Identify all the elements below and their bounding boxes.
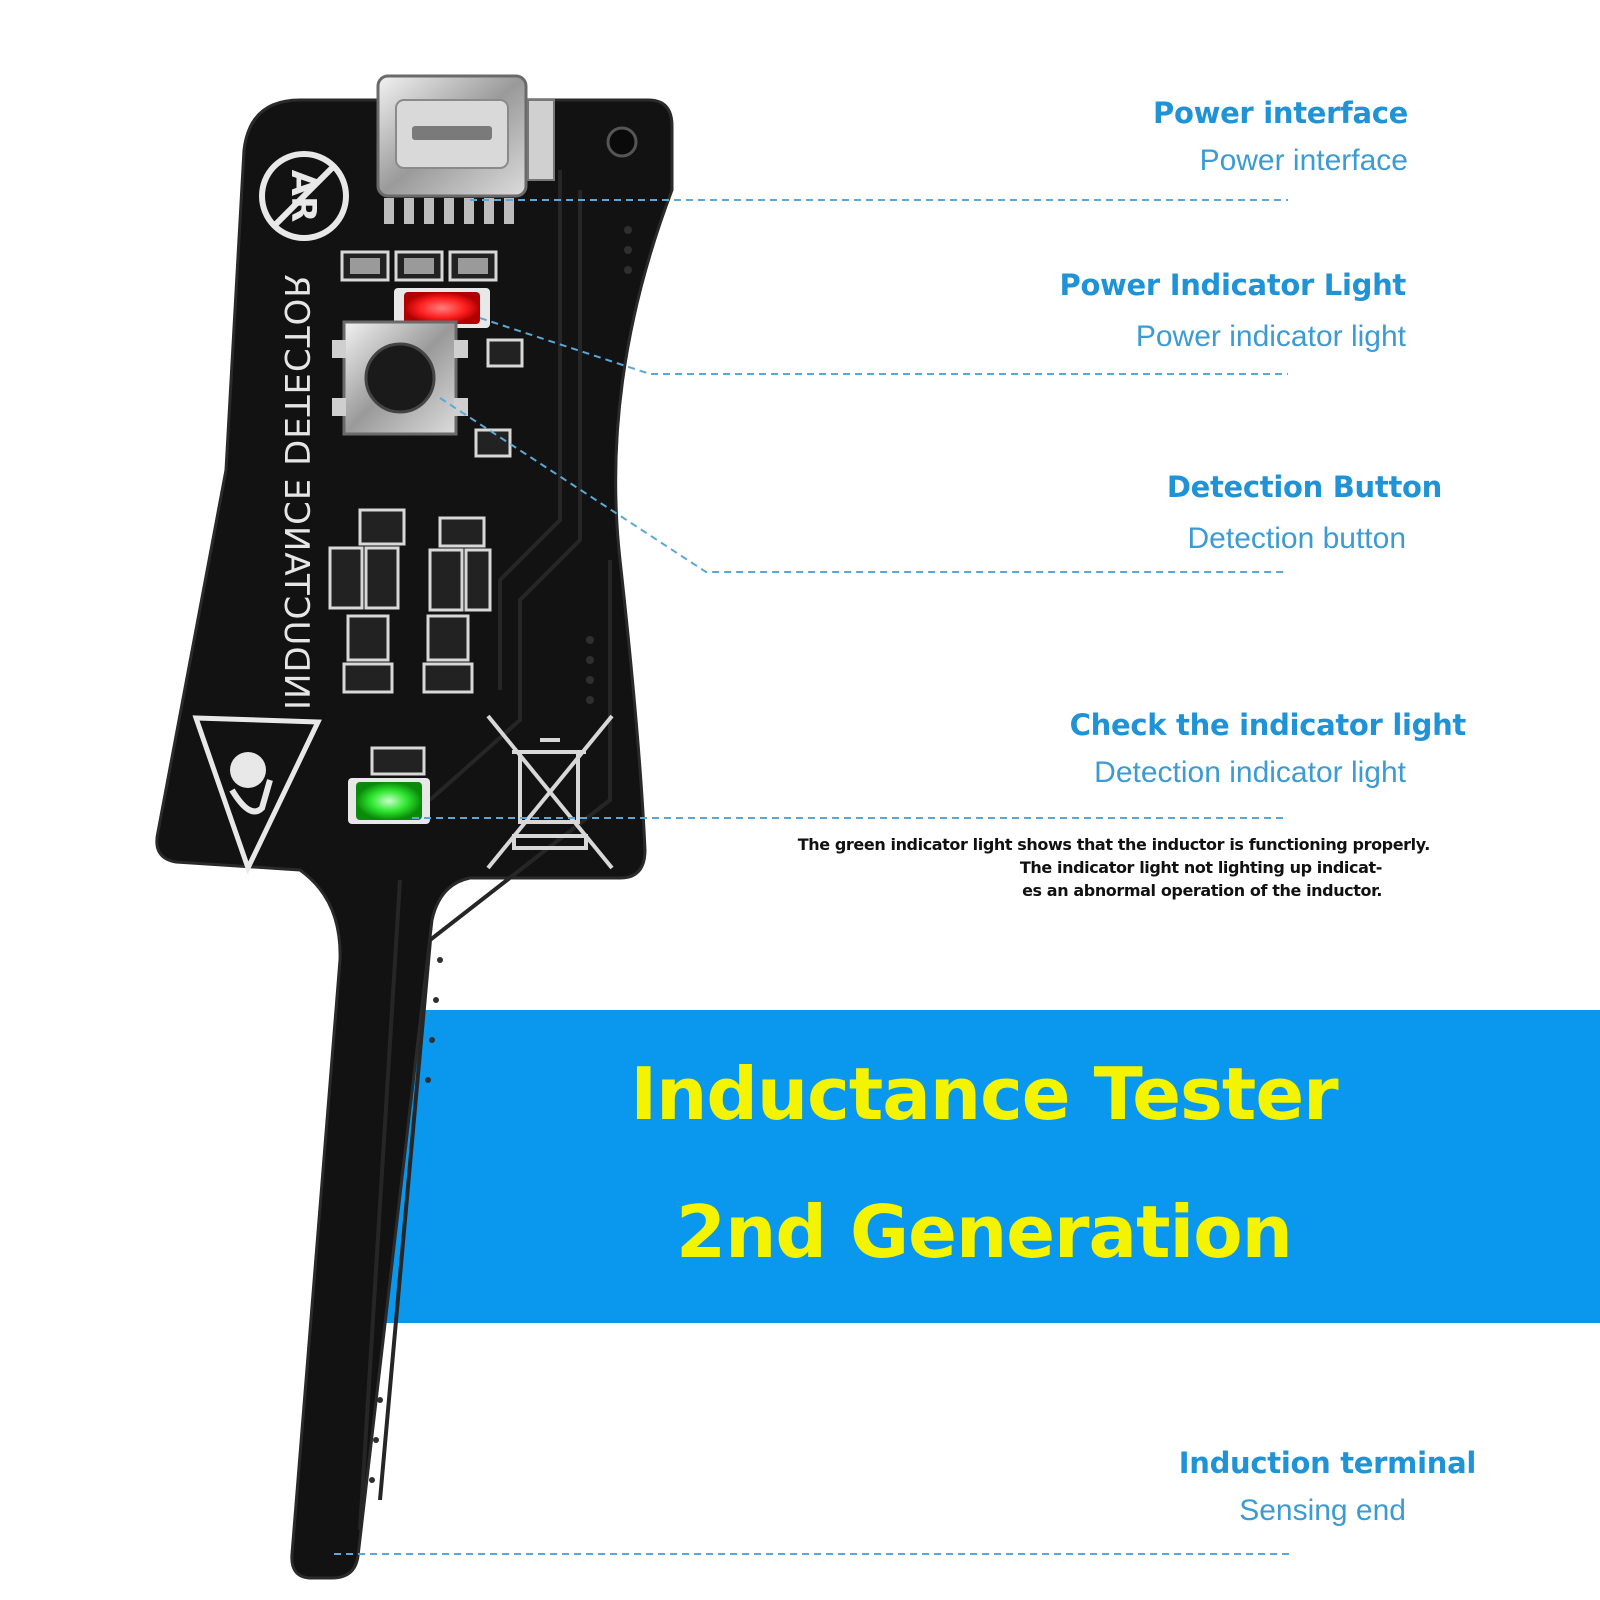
power-indicator-led (394, 288, 490, 328)
no-ai-logo-icon: AR (259, 151, 349, 241)
callout-subtitle: Detection button (1187, 522, 1406, 555)
pcb-board-body (155, 98, 674, 1580)
callout-induction-terminal: Induction terminal Sensing end (1178, 1446, 1477, 1528)
callout-title: Check the indicator light (1069, 708, 1467, 742)
note-line-1: The green indicator light shows that the… (797, 835, 1431, 854)
callout-power-indicator-light: Power Indicator Light Power indicator li… (1059, 268, 1406, 354)
callout-title: Power Indicator Light (1059, 268, 1406, 302)
callout-subtitle: Power interface (1199, 144, 1408, 177)
usb-c-connector-icon (376, 74, 555, 224)
note-line-3: es an abnormal operation of the inductor… (1022, 881, 1382, 900)
callout-title: Power interface (1153, 96, 1408, 130)
svg-text:AR: AR (283, 170, 323, 223)
callout-detection-button: Detection Button Detection button (1167, 470, 1442, 556)
indicator-explanation-note: The green indicator light shows that the… (730, 833, 1431, 902)
callout-check-indicator-light: Check the indicator light Detection indi… (1069, 708, 1467, 790)
smd-components (328, 508, 492, 694)
title-banner: Inductance Tester 2nd Generation (368, 1010, 1600, 1323)
callout-title: Detection Button (1166, 470, 1442, 504)
callout-subtitle: Detection indicator light (1094, 756, 1406, 789)
resistor-row (340, 250, 498, 282)
banner-title-line2: 2nd Generation (676, 1190, 1293, 1274)
weee-bin-icon (486, 714, 614, 870)
banner-title-line1: Inductance Tester (630, 1052, 1338, 1136)
note-line-2: The indicator light not lighting up indi… (1019, 858, 1383, 877)
mounting-hole-icon (606, 126, 638, 158)
silkscreen-text: INDUCTANCE DETECTOR (276, 273, 316, 710)
callout-leader-lines (334, 199, 1290, 1555)
pcb-vias (369, 226, 632, 1483)
callout-title: Induction terminal (1178, 1446, 1477, 1480)
callout-subtitle: Power indicator light (1135, 320, 1406, 353)
callout-power-interface: Power interface Power interface (1153, 96, 1408, 178)
tactile-button-icon (332, 320, 524, 458)
detection-indicator-led (348, 746, 430, 824)
esd-warning-icon (192, 715, 322, 875)
callout-subtitle: Sensing end (1239, 1494, 1406, 1527)
